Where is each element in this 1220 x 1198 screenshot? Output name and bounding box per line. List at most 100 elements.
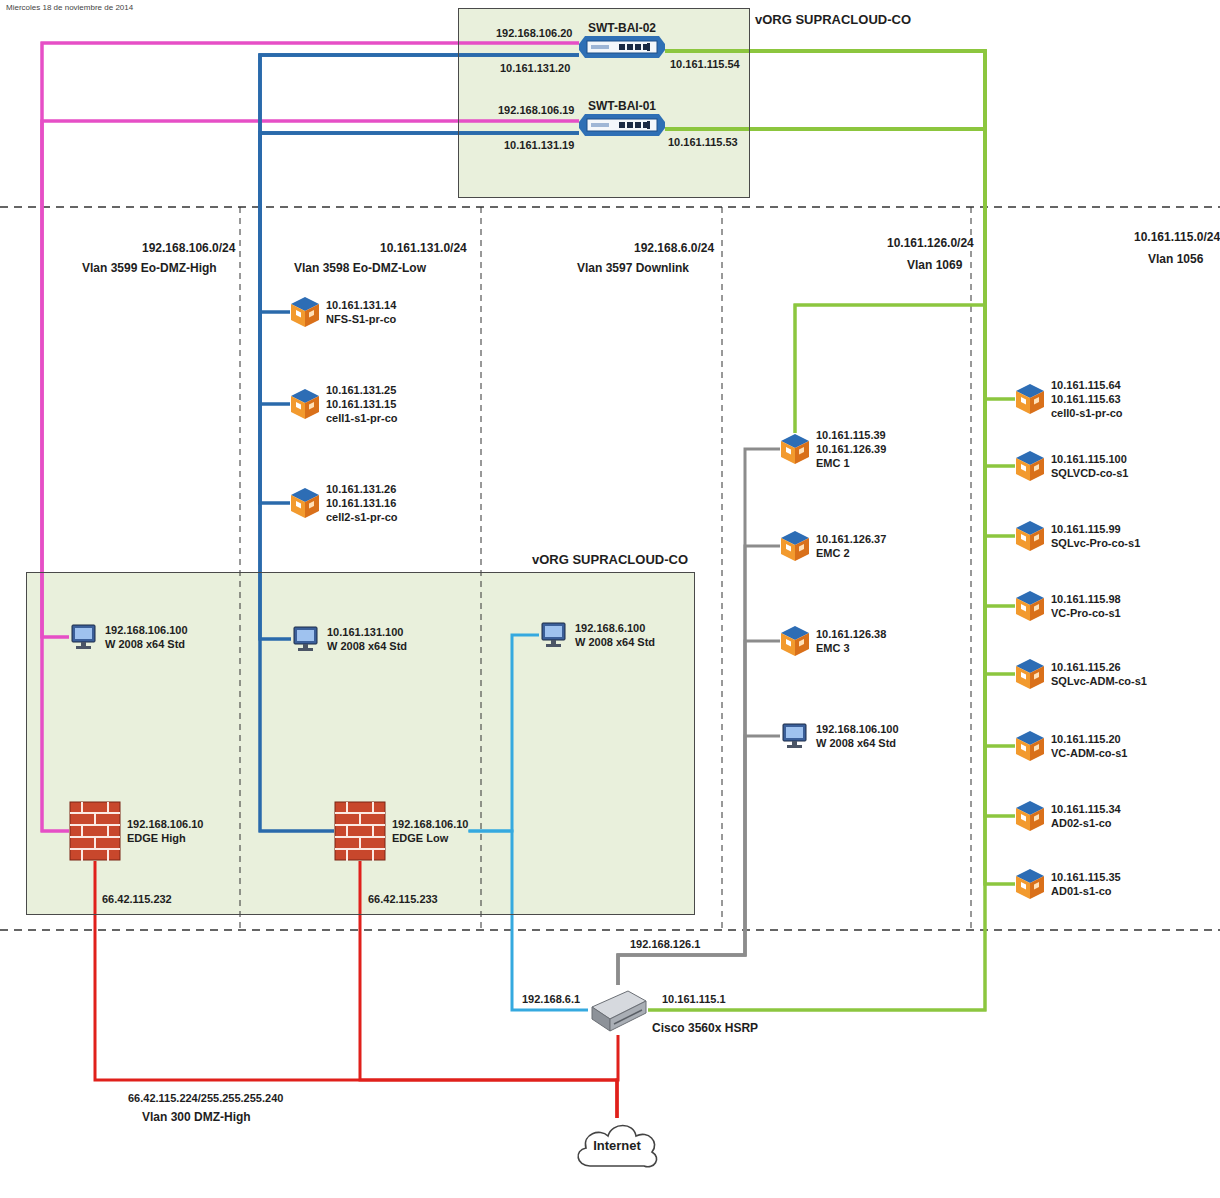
- icon-shape: [1034, 672, 1039, 680]
- icon-shape: [781, 633, 795, 656]
- node-label: 10.161.131.15: [326, 397, 398, 411]
- icon-shape: [579, 36, 665, 58]
- vm-node: 10.161.115.100SQLVCD-co-s1: [1015, 450, 1128, 482]
- icon-shape: [587, 119, 657, 131]
- node-label: cell0-s1-pr-co: [1051, 406, 1123, 420]
- vm-icon: [780, 530, 810, 562]
- server-node: 192.168.6.100W 2008 x64 Std: [539, 621, 655, 649]
- node-label: Cisco 3560x HSRP: [652, 1021, 758, 1035]
- mon-icon: [780, 722, 810, 750]
- vm-node: 10.161.115.6410.161.115.63cell0-s1-pr-co: [1015, 378, 1123, 420]
- icon-shape: [781, 538, 795, 561]
- vm-icon: [1015, 800, 1045, 832]
- node-label: EDGE High: [127, 831, 203, 845]
- node-label: SQLvc-Pro-co-s1: [1051, 536, 1140, 550]
- icon-shape: [290, 296, 320, 328]
- icon-shape: [1021, 534, 1026, 542]
- icon-shape: [81, 802, 83, 813]
- node-label: W 2008 x64 Std: [816, 736, 899, 750]
- vlan-divider: [481, 207, 482, 930]
- icon-shape: [70, 802, 120, 860]
- network-link: [618, 736, 780, 985]
- vm-node: 10.161.131.2610.161.131.16cell2-s1-pr-co: [290, 482, 398, 524]
- network-link: [665, 129, 1015, 746]
- icon-shape: [81, 642, 86, 646]
- icon-shape: [786, 727, 803, 738]
- vorg-group: vORG SUPRACLOUD-CO192.168.106.100W 2008 …: [26, 572, 695, 915]
- icon-shape: [578, 1126, 656, 1167]
- network-link: [665, 51, 1015, 399]
- icon-shape: [309, 402, 314, 410]
- ip-label: 66.42.115.232: [100, 893, 174, 906]
- text-block: 10.161.131.2610.161.131.16cell2-s1-pr-co: [326, 482, 398, 524]
- icon-shape: [1030, 808, 1044, 831]
- icon-shape: [1034, 814, 1039, 822]
- icon-shape: [290, 487, 320, 519]
- icon-shape: [635, 44, 641, 50]
- node-label: W 2008 x64 Std: [575, 635, 655, 649]
- icon-shape: [309, 501, 314, 509]
- icon-shape: [786, 544, 791, 552]
- firewall-node: 192.168.106.10EDGE Low: [334, 801, 468, 861]
- network-link: [260, 133, 579, 312]
- icon-shape: [1021, 397, 1026, 405]
- icon-shape: [1015, 520, 1045, 552]
- icon-shape: [551, 640, 556, 644]
- icon-shape: [303, 644, 308, 648]
- icon-shape: [346, 802, 348, 813]
- network-link: [260, 55, 579, 831]
- icon-shape: [1034, 604, 1039, 612]
- icon-shape: [780, 722, 810, 750]
- node-label: W 2008 x64 Std: [327, 639, 407, 653]
- node-label: SQLvc-ADM-co-s1: [1051, 674, 1147, 688]
- icon-shape: [1034, 397, 1039, 405]
- node-label: 10.161.115.99: [1051, 522, 1140, 536]
- icon-shape: [614, 1010, 642, 1024]
- node-label: SWT-BAI-01: [588, 99, 656, 113]
- node-label: 10.161.115.20: [1051, 732, 1127, 746]
- cloud-node: Internet: [572, 1118, 662, 1174]
- vm-node: 10.161.115.3910.161.126.39EMC 1: [780, 428, 886, 470]
- icon-shape: [635, 122, 641, 128]
- text-block: 10.161.126.37EMC 2: [816, 532, 886, 560]
- icon-shape: [1015, 383, 1045, 415]
- icon-shape: [780, 625, 810, 657]
- network-link: [665, 51, 1015, 466]
- icon-shape: [1021, 672, 1026, 680]
- node-label: 192.168.6.100: [575, 621, 655, 635]
- network-link: [618, 641, 780, 985]
- vlan-label: 192.168.6.0/24: [632, 241, 716, 256]
- icon-shape: [647, 121, 650, 129]
- cisco-icon: [588, 985, 648, 1035]
- icon-shape: [787, 745, 802, 748]
- network-link: [260, 133, 579, 404]
- icon-shape: [1016, 738, 1030, 761]
- ip-label: 192.168.106.19: [496, 104, 576, 117]
- icon-shape: [1016, 391, 1030, 414]
- icon-shape: [69, 623, 99, 651]
- network-link: [665, 51, 1015, 884]
- icon-shape: [1021, 744, 1026, 752]
- icon-shape: [780, 433, 810, 465]
- network-link: [618, 449, 780, 985]
- vm-node: 10.161.115.20VC-ADM-co-s1: [1015, 730, 1127, 762]
- icon-shape: [1016, 598, 1030, 621]
- icon-shape: [579, 114, 665, 136]
- node-label: 10.161.115.100: [1051, 452, 1128, 466]
- vm-node: 10.161.115.35AD01-s1-co: [1015, 868, 1121, 900]
- icon-shape: [619, 44, 625, 50]
- fw-icon: [69, 801, 121, 861]
- vm-icon: [1015, 383, 1045, 415]
- vlan-label: 10.161.126.0/24: [885, 236, 976, 251]
- vlan-label: Vlan 1056: [1146, 252, 1205, 267]
- vlan-label: 10.161.115.0/24: [1132, 230, 1220, 245]
- text-block: 192.168.6.100W 2008 x64 Std: [575, 621, 655, 649]
- node-label: AD02-s1-co: [1051, 816, 1121, 830]
- vm-node: 10.161.131.2510.161.131.15cell1-s1-pr-co: [290, 383, 398, 425]
- server-node: 192.168.106.100W 2008 x64 Std: [69, 623, 188, 651]
- group-heading: vORG SUPRACLOUD-CO: [755, 13, 911, 27]
- icon-shape: [786, 447, 791, 455]
- icon-shape: [372, 802, 374, 813]
- network-link: [665, 129, 1015, 466]
